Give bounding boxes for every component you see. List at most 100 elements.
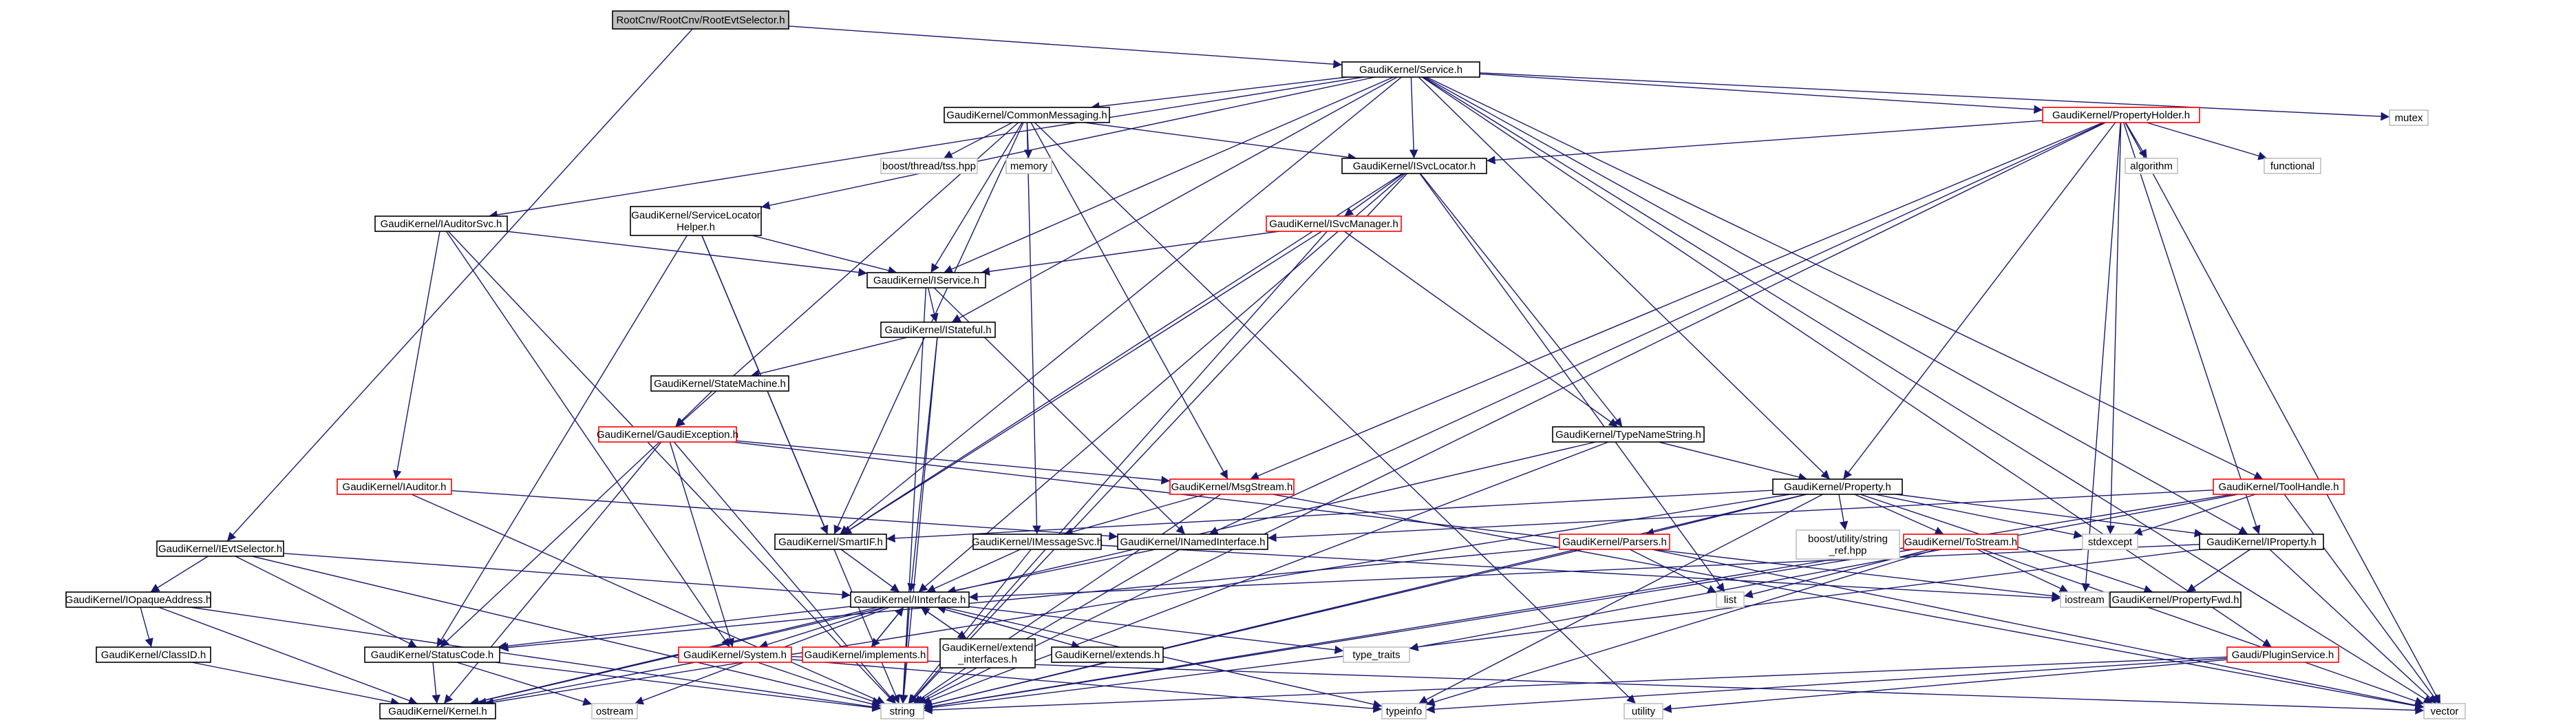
node-functional: functional [2264,158,2321,174]
node-label: GaudiKernel/StateMachine.h [654,378,786,390]
edge-istateful-to-statemachine [750,337,908,379]
node-box [2060,591,2109,608]
edge-property-to-typeinfo [1418,494,1824,704]
node-box [96,646,211,663]
edge-statuscode-to-string [495,662,882,713]
node-root[interactable]: RootCnv/RootCnv/RootEvtSelector.h [612,10,789,30]
node-box [2264,158,2321,174]
node-property[interactable]: GaudiKernel/Property.h [1772,478,1903,495]
node-iauditor[interactable]: GaudiKernel/IAuditor.h [337,478,452,495]
node-implements[interactable]: GaudiKernel/implements.h [802,646,928,663]
node-box [1343,646,1410,663]
node-pluginservice[interactable]: Gaudi/PluginService.h [2226,646,2339,663]
node-smartif[interactable]: GaudiKernel/SmartIF.h [774,534,887,550]
node-label: GaudiKernel/IMessageSvc.h [972,536,1103,548]
node-layer: RootCnv/RootCnv/RootEvtSelector.hGaudiKe… [65,10,2466,719]
node-classid[interactable]: GaudiKernel/ClassID.h [96,646,211,663]
node-statemachine[interactable]: GaudiKernel/StateMachine.h [650,375,789,392]
node-isvcmanager[interactable]: GaudiKernel/ISvcManager.h [1266,215,1402,232]
node-label: RootCnv/RootCnv/RootEvtSelector.h [616,14,785,26]
node-label: vector [2431,706,2459,717]
edge-property-to-tostream [1854,494,1944,535]
edge-service-to-property [1418,76,1831,480]
edge-ievtselector-to-string [252,556,882,708]
node-extends[interactable]: GaudiKernel/extends.h [1051,646,1164,663]
edge-commonmessaging-to-msgstream [1030,122,1228,480]
edge-pluginservice-to-string [923,656,2228,715]
node-propertyfwd[interactable]: GaudiKernel/PropertyFwd.h [2109,591,2242,608]
edge-typenamestring-to-property [1658,441,1808,482]
node-commonmessaging[interactable]: GaudiKernel/CommonMessaging.h [944,107,1110,123]
edge-system-to-string [757,662,882,706]
edge-property-to-boostutility [1838,494,1849,531]
node-statuscode[interactable]: GaudiKernel/StatusCode.h [364,646,500,663]
node-box [1903,534,2019,550]
edge-msgstream-to-string [913,494,1222,704]
node-isvclocator[interactable]: GaudiKernel/ISvcLocator.h [1341,158,1487,174]
node-label: GaudiKernel/IAuditorSvc.h [381,218,502,230]
node-toolhandle[interactable]: GaudiKernel/ToolHandle.h [2213,478,2345,495]
edge-iservice-to-istateful [927,287,939,323]
node-iservice[interactable]: GaudiKernel/IService.h [866,272,986,288]
node-label: stdexcept [2088,536,2133,548]
node-ievtselector[interactable]: GaudiKernel/IEvtSelector.h [156,540,284,557]
node-service[interactable]: GaudiKernel/Service.h [1341,61,1480,78]
node-imessagesvc[interactable]: GaudiKernel/IMessageSvc.h [972,534,1103,550]
node-msgstream[interactable]: GaudiKernel/MsgStream.h [1169,478,1295,495]
edge-iopaqueaddress-to-kernel [158,607,418,705]
edge-toolhandle-to-typetraits [1409,494,2239,651]
node-gaudiexception[interactable]: GaudiKernel/GaudiException.h [597,426,738,443]
node-box [1796,529,1900,560]
edge-service-to-vector [1423,76,2433,704]
node-label: GaudiKernel/IService.h [873,275,979,286]
node-box [2042,107,2200,123]
node-box [1716,591,1745,608]
edge-ievtselector-to-statuscode [235,556,418,648]
node-boostthread: boost/thread/tss.hpp [880,158,978,174]
edge-propertyholder-to-functional [2146,122,2268,160]
edge-gaudiexception-to-system [669,441,734,648]
node-tostream[interactable]: GaudiKernel/ToStream.h [1903,534,2019,550]
node-kernel[interactable]: GaudiKernel/Kernel.h [379,703,496,719]
edge-gaudiexception-to-iostream [732,441,2061,600]
node-extendinterfaces[interactable]: GaudiKernel/extend_interfaces.h [939,638,1036,668]
edge-service-to-iauditorsvc [489,76,1363,220]
node-istateful[interactable]: GaudiKernel/IStateful.h [880,322,996,338]
edge-pluginservice-to-utility [1662,659,2228,713]
node-label: boost/utility/string [1808,534,1888,545]
node-propertyholder[interactable]: GaudiKernel/PropertyHolder.h [2042,107,2200,123]
node-label: GaudiKernel/extend [942,642,1034,654]
node-utility: utility [1624,703,1663,719]
edge-iauditor-to-string [411,494,886,704]
node-box [939,638,1036,668]
node-box [2226,646,2339,663]
edge-tostream-to-typeinfo [1425,549,1937,706]
node-iauditorsvc[interactable]: GaudiKernel/IAuditorSvc.h [374,215,508,232]
node-typenamestring[interactable]: GaudiKernel/TypeNameString.h [1552,426,1705,443]
node-box [337,478,452,495]
node-box [1624,703,1663,719]
node-string: string [880,703,924,719]
node-iinterface[interactable]: GaudiKernel/IInterface.h [850,591,970,608]
edge-iauditorsvc-to-iservice [506,231,868,277]
node-boostutility: boost/utility/string_ref.hpp [1796,529,1900,560]
node-inamedinterface[interactable]: GaudiKernel/INamedInterface.h [1117,534,1268,550]
edge-gaudiexception-to-msgstream [736,440,1171,485]
edge-inamedinterface-to-string [915,549,1180,704]
node-iproperty[interactable]: GaudiKernel/IProperty.h [2199,534,2324,550]
edge-classid-to-kernel [191,662,400,706]
node-label: memory [1010,160,1048,172]
node-iopaqueaddress[interactable]: GaudiKernel/IOpaqueAddress.h [65,591,212,608]
edge-imessagesvc-to-string [908,549,1032,704]
node-box [1559,534,1670,550]
node-label: list [1724,594,1737,606]
node-parsers[interactable]: GaudiKernel/Parsers.h [1559,534,1670,550]
node-label: GaudiKernel/IOpaqueAddress.h [65,594,212,606]
edge-propertyholder-to-msgstream [1250,122,2103,480]
node-label: iostream [2065,594,2105,606]
node-list: list [1716,591,1745,608]
node-system[interactable]: GaudiKernel/System.h [678,646,792,663]
node-box [2423,703,2466,719]
node-box [802,646,928,663]
